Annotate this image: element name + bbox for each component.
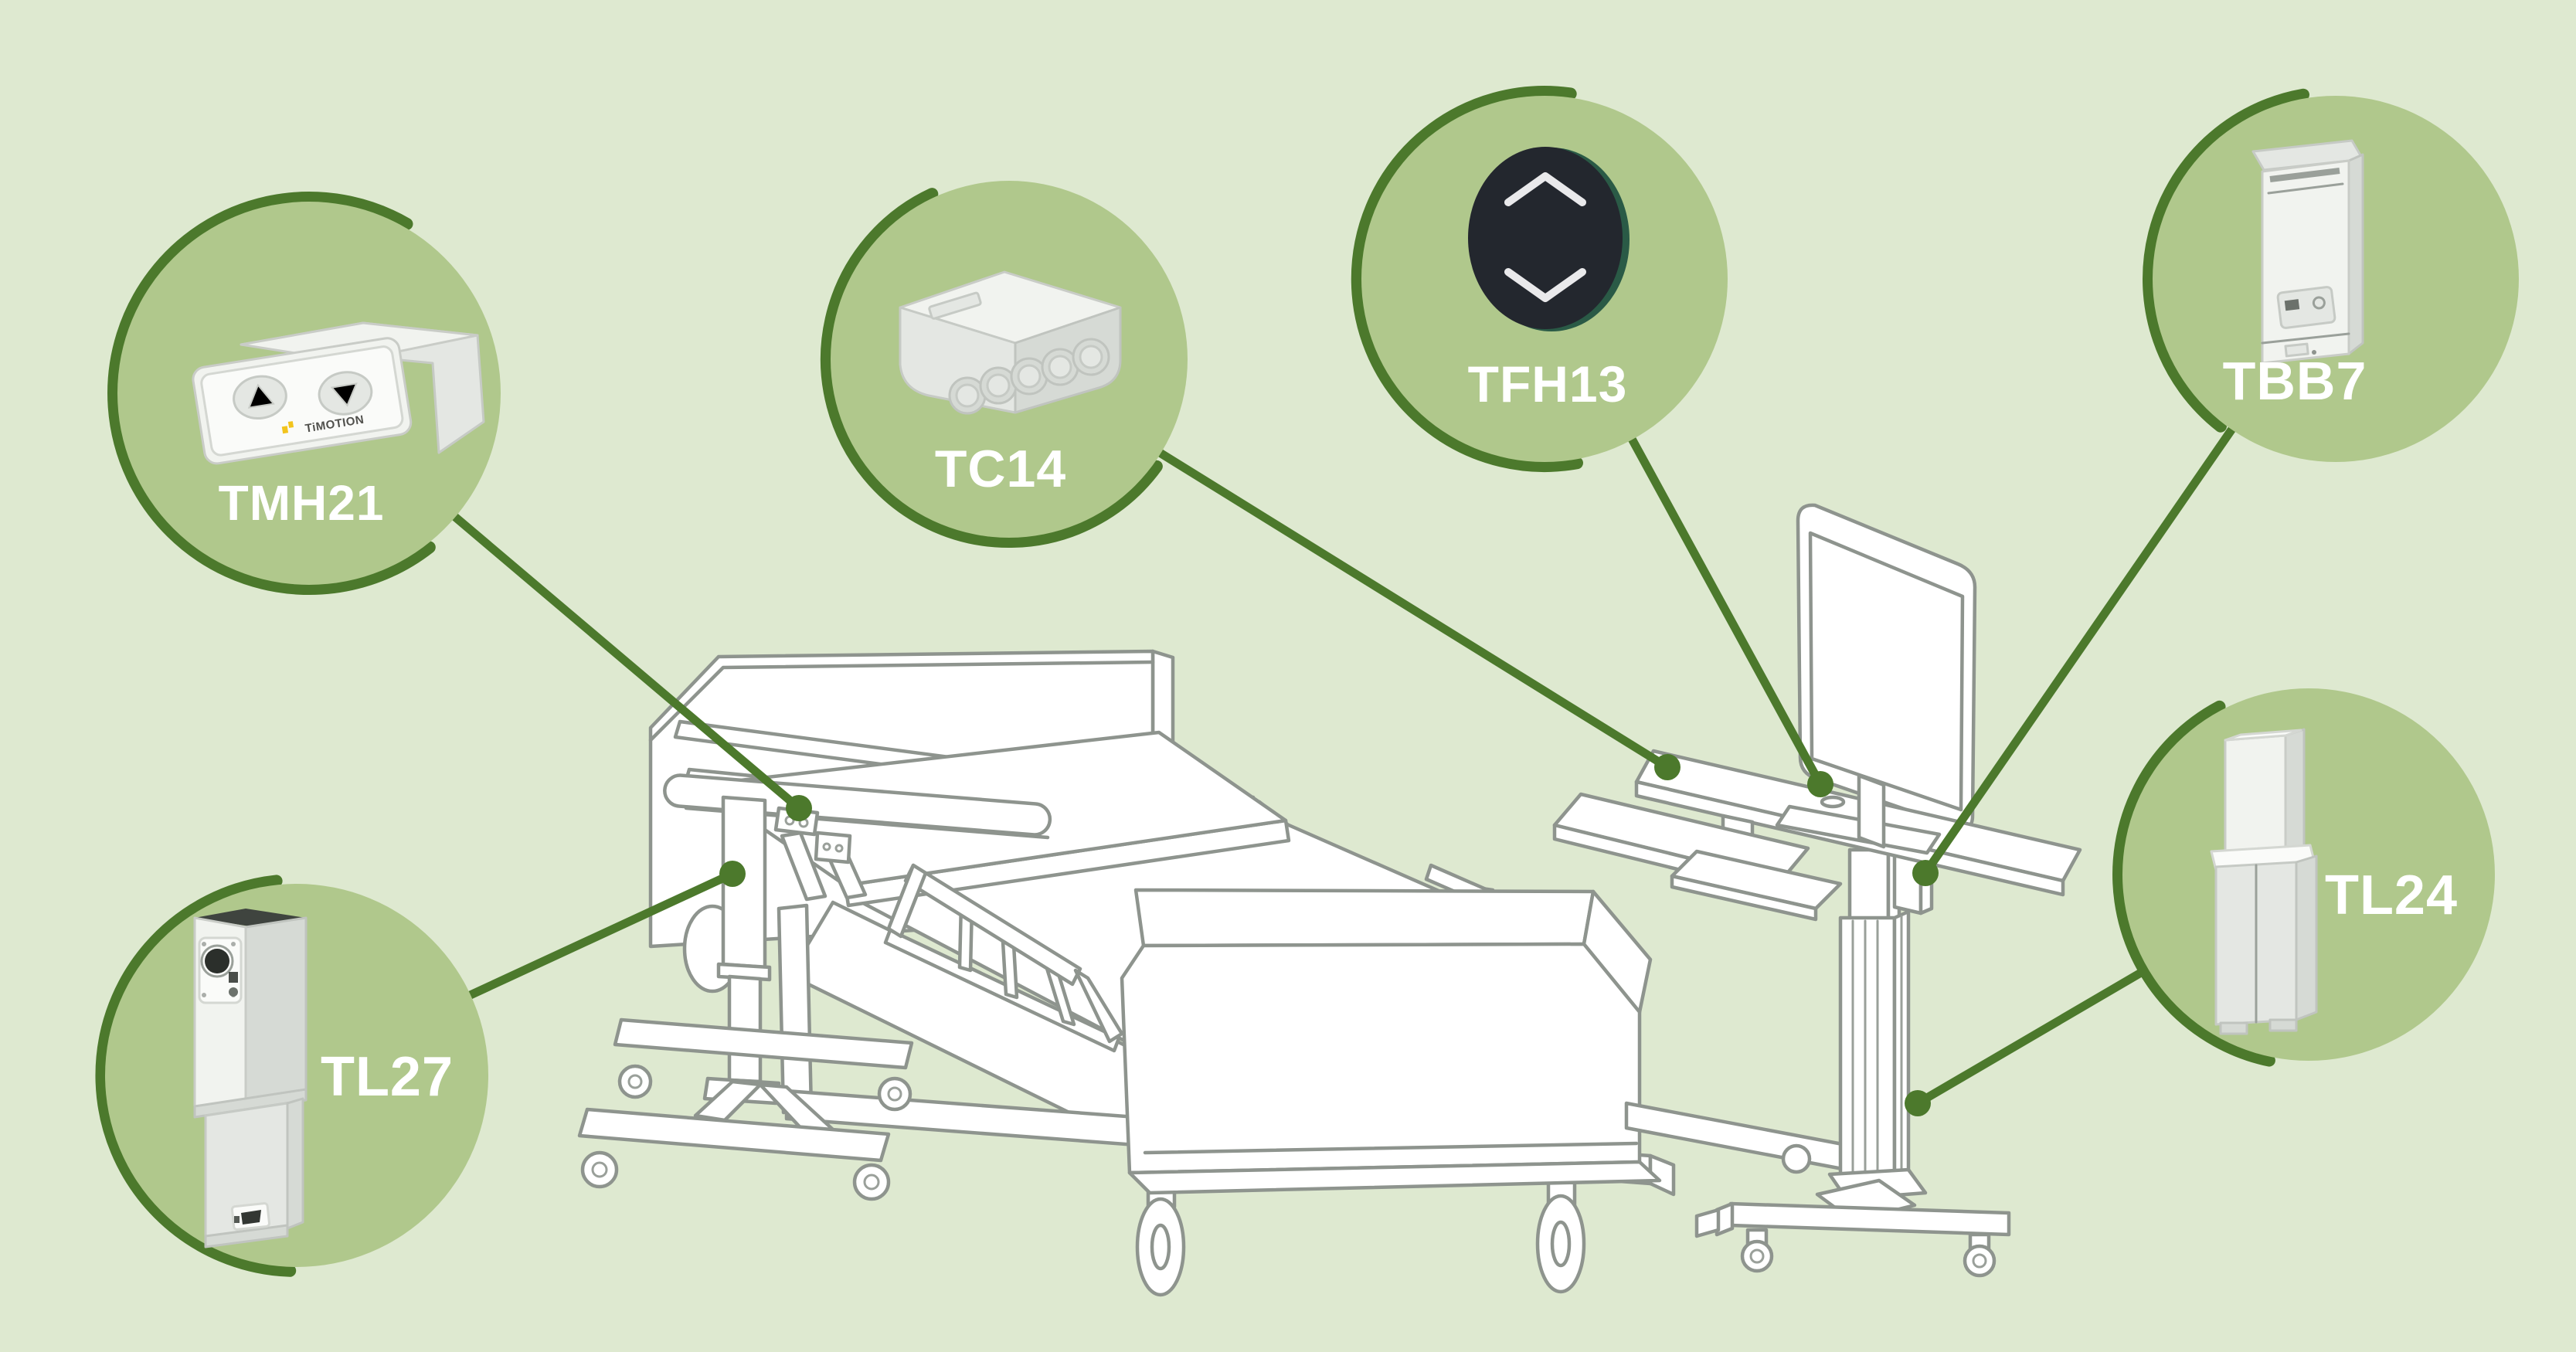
lifting-column-icon — [2210, 728, 2318, 1035]
bubble-label-tl24: TL24 — [2325, 865, 2458, 926]
bubble-label-tfh13: TFH13 — [1468, 355, 1628, 413]
hand-control-icon: TiMOTION — [192, 321, 485, 465]
product-glyphs: TiMOTION — [192, 139, 2364, 1248]
lifting-column-sockets-icon — [193, 909, 308, 1248]
connector-dot-tc14 — [1654, 754, 1681, 780]
bubble-label-tbb7: TBB7 — [2223, 351, 2367, 411]
scene-illustration — [577, 503, 2082, 1297]
bed-footboard — [1120, 888, 1662, 1195]
cart-monitor — [1796, 503, 1977, 831]
bubble-arc-tl24 — [2112, 700, 2275, 1067]
chevron-up-icon — [1504, 172, 1586, 206]
cart-desk — [1552, 749, 2082, 922]
battery-backup-icon — [2251, 139, 2364, 365]
bed-near-rail — [883, 863, 1124, 1053]
chevron-down-icon — [1504, 268, 1586, 302]
connector-dot-tbb7 — [1912, 860, 1939, 886]
monitor-cart-illustration — [1552, 503, 2082, 1278]
bubble-arc-tl27 — [95, 875, 297, 1277]
connector-dot-tmh21 — [786, 795, 812, 821]
bubble-arc-tbb7 — [2143, 88, 2309, 433]
bubble-arc-tmh21 — [107, 192, 436, 596]
bubble-arc-tc14 — [820, 188, 1163, 548]
bubble-label-tmh21: TMH21 — [219, 475, 385, 531]
connector-dot-tl27 — [719, 861, 746, 887]
foot-hand-switch-icon — [1468, 147, 1630, 331]
connector-dot-tfh13 — [1807, 771, 1833, 797]
cart-base — [1694, 1167, 2011, 1278]
bubble-label-tl27: TL27 — [321, 1046, 454, 1108]
overbed-table-illustration — [577, 773, 1052, 1201]
cart-rear-caster — [1781, 1143, 1812, 1174]
overbed-table-base — [577, 1017, 914, 1201]
bubble-arc-tfh13 — [1351, 86, 1583, 472]
connector-dot-tl24 — [1905, 1090, 1931, 1116]
monitor-pole — [1857, 773, 1886, 849]
bed-wheels — [1135, 1177, 1586, 1297]
control-box-icon — [899, 270, 1122, 415]
bubble-label-tc14: TC14 — [935, 440, 1066, 498]
